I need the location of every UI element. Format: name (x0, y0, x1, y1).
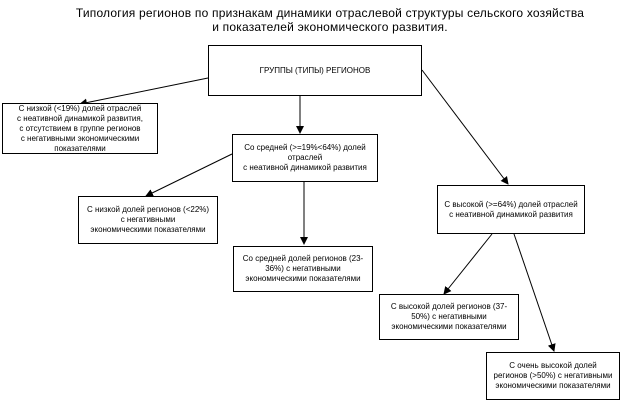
node-low-share: С низкой (<19%) долей отраслей с неативн… (2, 103, 158, 154)
node-low-line-5: показателями (54, 143, 106, 153)
node-medium-mid-regions: Со средней долей регионов (23- 36%) с не… (233, 246, 373, 292)
node-high-high-line-3: экономическими показателями (391, 322, 507, 331)
node-high-veryhigh-regions: С очень высокой долей регионов (>50%) с … (486, 352, 620, 400)
node-low-line-3: с отсутствием в группе регионов (19, 123, 141, 133)
node-medium-mid-line-2: 36%) с негативными (265, 264, 341, 273)
node-medium-low-line-1: С низкой долей регионов (<22%) (86, 205, 210, 214)
node-root-label: ГРУППЫ (ТИПЫ) РЕГИОНОВ (259, 65, 371, 75)
node-low-line-2: с неативной динамикой развития, (17, 113, 143, 123)
diagram-title: Типология регионов по признакам динамики… (40, 6, 620, 34)
arrow-high-to-high-high (443, 233, 493, 295)
arrow-high-to-high-veryhigh (513, 233, 556, 352)
node-medium-low-line-3: экономическими показателями (90, 225, 206, 234)
node-medium-low-regions: С низкой долей регионов (<22%) с негатив… (78, 196, 218, 244)
node-medium-low-line-2: с негативными (120, 215, 176, 224)
node-medium-line-1: Со средней (>=19%<64%) долей (244, 143, 366, 152)
node-high-line-2: с неативной динамикой развития (449, 209, 573, 219)
node-high-veryhigh-line-2: регионов (>50%) с негативными (493, 371, 613, 380)
node-high-share: С высокой (>=64%) долей отраслей с неати… (437, 185, 585, 234)
node-medium-line-2: отраслей (287, 153, 323, 162)
node-high-high-line-1: С высокой долей регионов (37- (390, 302, 508, 311)
arrow-root-to-high (421, 69, 509, 185)
arrow-medium-to-medium-low (145, 153, 233, 197)
node-medium-line-3: с неативной динамикой развития (243, 163, 367, 172)
node-high-line-1: С высокой (>=64%) долей отраслей (444, 199, 578, 209)
node-medium-share: Со средней (>=19%<64%) долей отраслей с … (232, 134, 378, 182)
node-medium-mid-line-3: экономическими показателями (245, 274, 361, 283)
node-root-region-groups: ГРУППЫ (ТИПЫ) РЕГИОНОВ (208, 45, 422, 96)
arrow-root-to-low (79, 77, 209, 107)
node-high-high-line-2: 50%) с негативными (411, 312, 487, 321)
node-high-veryhigh-line-1: С очень высокой долей (509, 361, 597, 370)
node-high-high-regions: С высокой долей регионов (37- 50%) с нег… (379, 294, 519, 340)
node-medium-mid-line-1: Со средней долей регионов (23- (242, 254, 364, 263)
node-high-veryhigh-line-3: экономическими показателями (495, 381, 611, 390)
node-low-line-1: С низкой (<19%) долей отраслей (18, 103, 142, 113)
title-line-1: Типология регионов по признакам динамики… (75, 6, 585, 20)
node-low-line-4: с негативными экономическими (20, 133, 140, 143)
title-line-2: и показателей экономического развития. (212, 20, 448, 34)
